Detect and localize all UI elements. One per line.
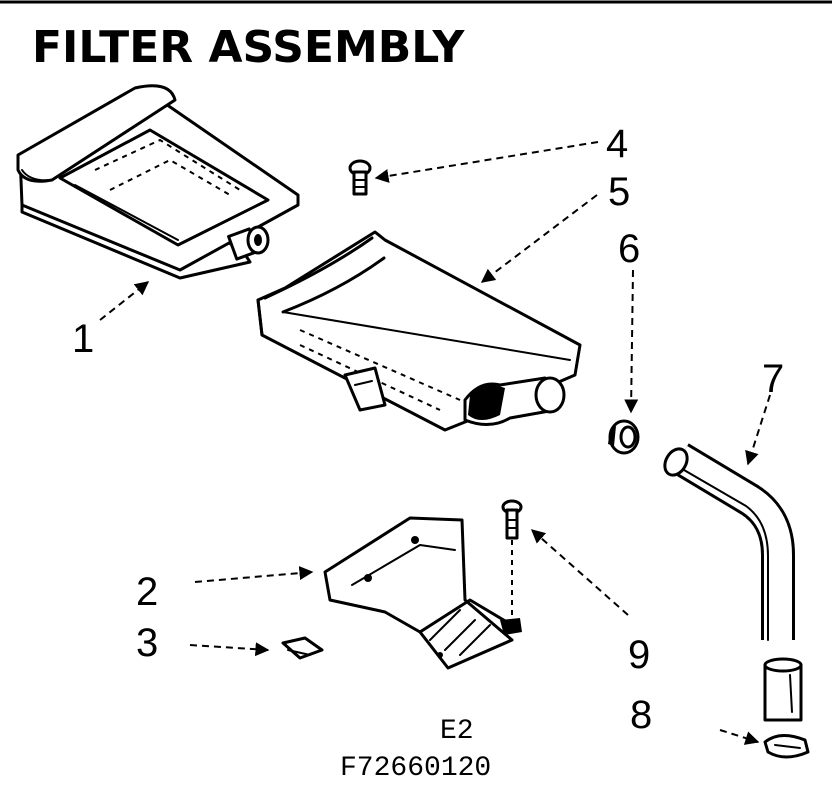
callout-9: 9 [628,633,650,677]
callout-4: 4 [606,122,628,166]
part-8-coupling [763,657,810,759]
callout-2: 2 [136,570,158,614]
callout-5: 5 [608,170,630,214]
part-2-bracket [323,516,522,670]
figure-number: F72660120 [340,753,491,784]
callout-3: 3 [136,621,158,665]
leader-6 [624,269,639,414]
leader-lines [99,141,771,745]
part-7-hose [663,443,795,641]
leader-9 [530,529,629,616]
part-9-screw [501,499,523,625]
callout-8: 8 [630,693,652,737]
part-5-filter-housing [256,230,582,432]
leader-2 [194,566,314,583]
part-6-clamp [608,419,640,455]
diagram-title: FILTER ASSEMBLY [32,22,465,73]
callout-6: 6 [618,227,640,271]
leader-8 [719,729,760,745]
part-3-pad [281,636,324,660]
callout-1: 1 [72,317,94,361]
leader-4 [374,141,599,183]
section-code: E2 [440,716,474,747]
callout-7: 7 [762,357,784,401]
leader-1 [99,281,150,321]
leader-5 [480,194,598,283]
callout-labels: 1 2 3 4 5 6 7 8 9 [72,122,784,737]
part-1-filter-frame [16,84,300,280]
leader-7 [745,394,771,466]
leader-3 [189,642,270,657]
part-4-screw [348,159,372,196]
